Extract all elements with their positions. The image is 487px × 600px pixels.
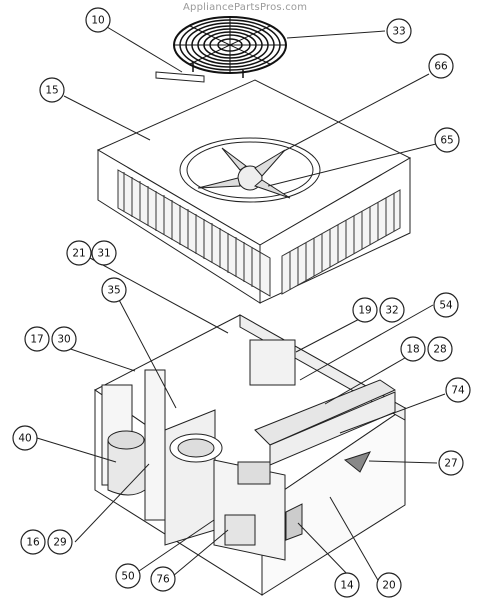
callout-circle xyxy=(334,572,360,598)
callout-20: 20 xyxy=(376,572,402,598)
callout-circle xyxy=(428,53,454,79)
callout-65: 65 xyxy=(434,127,460,153)
callout-label: 40 xyxy=(18,433,31,445)
callout-circle xyxy=(51,326,77,352)
callout-label: 33 xyxy=(392,26,405,38)
callout-50: 50 xyxy=(115,563,141,589)
right-louver-grille xyxy=(281,189,401,295)
callout-circle xyxy=(12,425,38,451)
callout-circle xyxy=(39,77,65,103)
callout-label: 17 xyxy=(30,334,43,346)
callout-label: 76 xyxy=(156,574,170,586)
callout-66: 66 xyxy=(428,53,454,79)
callout-label: 50 xyxy=(121,571,134,583)
callout-54: 54 xyxy=(433,292,459,318)
callout-label: 18 xyxy=(406,344,419,356)
callout-40: 40 xyxy=(12,425,38,451)
callout-27: 27 xyxy=(438,450,464,476)
callout-30: 30 xyxy=(51,326,77,352)
callout-31: 31 xyxy=(91,240,117,266)
callout-label: 65 xyxy=(440,135,453,147)
callout-label: 35 xyxy=(107,285,120,297)
callout-bubbles: 10 33 15 66 65 21 31 35 19 32 54 17 30 18 28 74 40 27 16 29… xyxy=(12,7,471,598)
callout-circle xyxy=(66,240,92,266)
callout-10: 10 xyxy=(85,7,111,33)
fan-guard-grille xyxy=(173,16,287,78)
callout-label: 28 xyxy=(433,344,446,356)
callout-label: 10 xyxy=(91,15,104,27)
callout-19: 19 xyxy=(352,297,378,323)
callout-circle xyxy=(386,18,412,44)
callout-label: 31 xyxy=(97,248,110,260)
callout-18: 18 xyxy=(400,336,426,362)
callout-label: 15 xyxy=(45,85,58,97)
callout-circle xyxy=(445,377,471,403)
callout-15: 15 xyxy=(39,77,65,103)
callout-32: 32 xyxy=(379,297,405,323)
watermark: AppliancePartsPros.com xyxy=(183,2,308,13)
callout-circle xyxy=(24,326,50,352)
callout-16: 16 xyxy=(20,529,46,555)
callout-14: 14 xyxy=(334,572,360,598)
callout-76: 76 xyxy=(150,566,176,592)
callout-circle xyxy=(20,529,46,555)
callout-label: 29 xyxy=(53,537,66,549)
callout-circle xyxy=(85,7,111,33)
callout-label: 32 xyxy=(385,305,398,317)
callout-label: 14 xyxy=(340,580,354,592)
callout-circle xyxy=(150,566,176,592)
callout-33: 33 xyxy=(386,18,412,44)
callout-label: 27 xyxy=(444,458,457,470)
callout-circle xyxy=(433,292,459,318)
callout-28: 28 xyxy=(427,336,453,362)
leader-lines xyxy=(36,26,446,583)
callout-circle xyxy=(379,297,405,323)
callout-circle xyxy=(400,336,426,362)
callout-label: 54 xyxy=(439,300,453,312)
callout-circle xyxy=(427,336,453,362)
callout-circle xyxy=(115,563,141,589)
callout-17: 17 xyxy=(24,326,50,352)
callout-circle xyxy=(352,297,378,323)
callout-label: 21 xyxy=(72,248,85,260)
callout-74: 74 xyxy=(445,377,471,403)
left-louver-grille xyxy=(117,169,271,297)
callout-29: 29 xyxy=(47,529,73,555)
callout-circle xyxy=(91,240,117,266)
callout-label: 20 xyxy=(382,580,395,592)
callout-35: 35 xyxy=(101,277,127,303)
callout-label: 74 xyxy=(451,385,465,397)
callout-circle xyxy=(434,127,460,153)
callout-label: 66 xyxy=(434,61,448,73)
bracket-part xyxy=(155,71,205,83)
callout-label: 30 xyxy=(57,334,70,346)
callout-21: 21 xyxy=(66,240,92,266)
callout-circle xyxy=(47,529,73,555)
base-cabinet-assembly xyxy=(94,314,406,596)
callout-circle xyxy=(376,572,402,598)
callout-label: 16 xyxy=(26,537,40,549)
callout-circle xyxy=(101,277,127,303)
callout-label: 19 xyxy=(358,305,371,317)
callout-circle xyxy=(438,450,464,476)
